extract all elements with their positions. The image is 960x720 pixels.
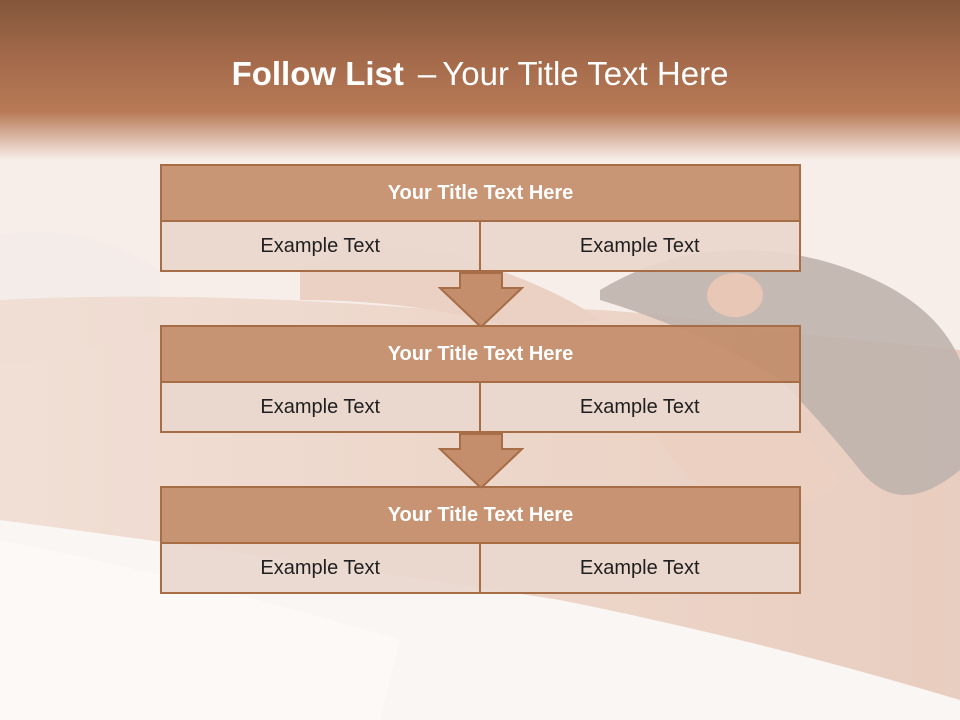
title-separator: –	[417, 55, 437, 92]
title-strong: Follow List	[231, 55, 404, 92]
step-2-right-text: Example Text	[478, 383, 801, 433]
step-row-3: Example Text Example Text	[160, 544, 801, 594]
step-block-2: Your Title Text Here Example Text Exampl…	[160, 325, 801, 433]
step-block-3: Your Title Text Here Example Text Exampl…	[160, 486, 801, 594]
down-arrow-icon	[438, 433, 524, 489]
step-title-3: Your Title Text Here	[160, 486, 801, 544]
step-3-left-text: Example Text	[160, 544, 481, 594]
step-row-1: Example Text Example Text	[160, 222, 801, 272]
down-arrow-icon	[438, 272, 524, 328]
header-band	[0, 0, 960, 160]
step-1-right-text: Example Text	[478, 222, 801, 272]
step-2-left-text: Example Text	[160, 383, 481, 433]
step-block-1: Your Title Text Here Example Text Exampl…	[160, 164, 801, 272]
title-rest: Your Title Text Here	[442, 55, 729, 92]
step-row-2: Example Text Example Text	[160, 383, 801, 433]
step-title-2: Your Title Text Here	[160, 325, 801, 383]
step-1-left-text: Example Text	[160, 222, 481, 272]
slide-title: Follow List–Your Title Text Here	[0, 50, 960, 98]
step-title-1: Your Title Text Here	[160, 164, 801, 222]
step-3-right-text: Example Text	[478, 544, 801, 594]
